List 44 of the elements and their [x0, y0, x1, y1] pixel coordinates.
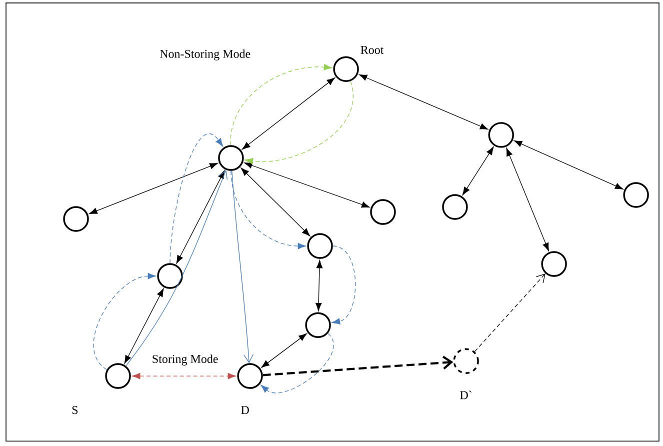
- node-label: D: [241, 406, 249, 414]
- circle-node: [541, 251, 567, 277]
- node-label: S: [72, 406, 78, 414]
- arrow: [230, 170, 306, 250]
- arrow: [332, 246, 356, 324]
- arrow: [232, 170, 254, 364]
- arrow: [316, 260, 323, 312]
- arrow: [176, 170, 225, 264]
- arrow: [462, 146, 494, 196]
- circle-node: [105, 363, 131, 389]
- circle-node: [488, 122, 514, 148]
- arrow: [261, 333, 307, 368]
- mode-label: Non-Storing Mode: [160, 49, 250, 60]
- arrow: [506, 148, 549, 252]
- arrow: [514, 140, 624, 190]
- arrow: [474, 274, 546, 352]
- circle-node: [63, 206, 89, 232]
- mode-label: Storing Mode: [152, 354, 218, 366]
- arrow: [260, 333, 334, 394]
- node-label: D`: [460, 390, 472, 400]
- circle-node: [157, 263, 183, 289]
- arrow: [132, 372, 236, 380]
- arrow: [170, 134, 224, 264]
- arrow: [230, 64, 332, 146]
- arrow: [358, 74, 488, 130]
- circle-node: [305, 312, 331, 338]
- circle-node: [442, 194, 468, 220]
- circle-node: [333, 56, 359, 82]
- circle-node: [307, 233, 333, 259]
- arrow: [89, 162, 218, 214]
- circle-node: [237, 363, 263, 389]
- dashed-circle: [453, 348, 479, 374]
- arrow: [242, 77, 336, 150]
- circle-node: [370, 199, 396, 225]
- arrow: [244, 80, 354, 164]
- node-label: Root: [360, 46, 384, 54]
- arrow: [240, 168, 310, 236]
- arrow: [262, 356, 454, 376]
- arrow: [124, 288, 164, 364]
- circle-node: [218, 145, 244, 171]
- circle-node: [623, 182, 649, 208]
- arrow: [93, 272, 156, 370]
- arrow: [126, 170, 228, 366]
- arrow: [244, 162, 370, 208]
